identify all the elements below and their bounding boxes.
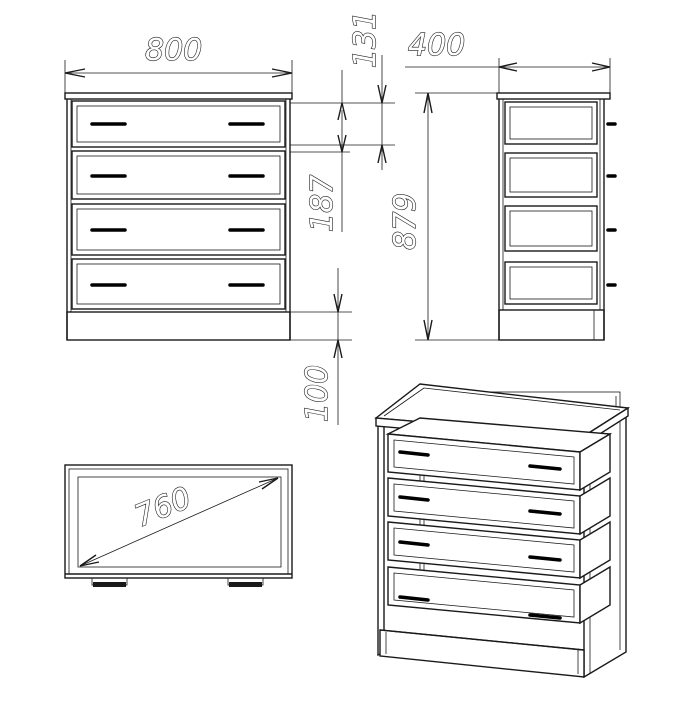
dimension-label-879: 879 <box>388 193 423 250</box>
dimension-label-131: 131 <box>348 11 383 68</box>
side-top-board <box>496 92 611 100</box>
side-view: 400 879 <box>387 27 617 341</box>
dimension-diagonal-760: 760 <box>79 477 279 567</box>
top-view: 760 <box>64 464 293 587</box>
dimension-label-depth: 400 <box>408 28 465 63</box>
iso-left-upright <box>377 418 385 657</box>
dimension-label-760: 760 <box>130 481 196 535</box>
iso-drawer-1 <box>385 417 613 492</box>
front-top-board <box>64 92 293 100</box>
dimension-height-879: 879 <box>387 92 499 341</box>
dimension-187: 187 <box>290 102 350 233</box>
front-drawer-1 <box>71 100 286 148</box>
dimension-depth-400: 400 <box>405 27 611 93</box>
isometric-view <box>374 383 631 679</box>
iso-drawer-4 <box>387 565 611 625</box>
top-view-outline <box>64 464 293 579</box>
dimension-100: 100 <box>290 268 352 425</box>
side-drawer-3 <box>504 205 617 252</box>
side-drawer-4 <box>504 261 617 305</box>
side-drawer-2 <box>504 152 617 198</box>
dimension-label-width: 800 <box>145 33 202 68</box>
dimension-width-800: 800 <box>64 32 293 93</box>
front-drawer-2 <box>71 150 286 200</box>
iso-drawer-3 <box>387 520 611 580</box>
side-plinth <box>498 309 605 341</box>
iso-drawer-2 <box>387 476 611 536</box>
front-drawer-3 <box>71 203 286 256</box>
front-drawer-4 <box>71 258 286 310</box>
dimension-label-187: 187 <box>305 175 340 232</box>
top-view-handle-right <box>227 577 264 587</box>
iso-plinth <box>379 629 585 678</box>
front-plinth <box>66 311 291 341</box>
side-drawer-1 <box>504 101 617 145</box>
front-view: 800 131 187 100 <box>64 10 395 425</box>
dimension-131: 131 <box>290 10 395 170</box>
dimension-label-100: 100 <box>300 365 335 422</box>
top-view-handle-left <box>91 577 128 587</box>
